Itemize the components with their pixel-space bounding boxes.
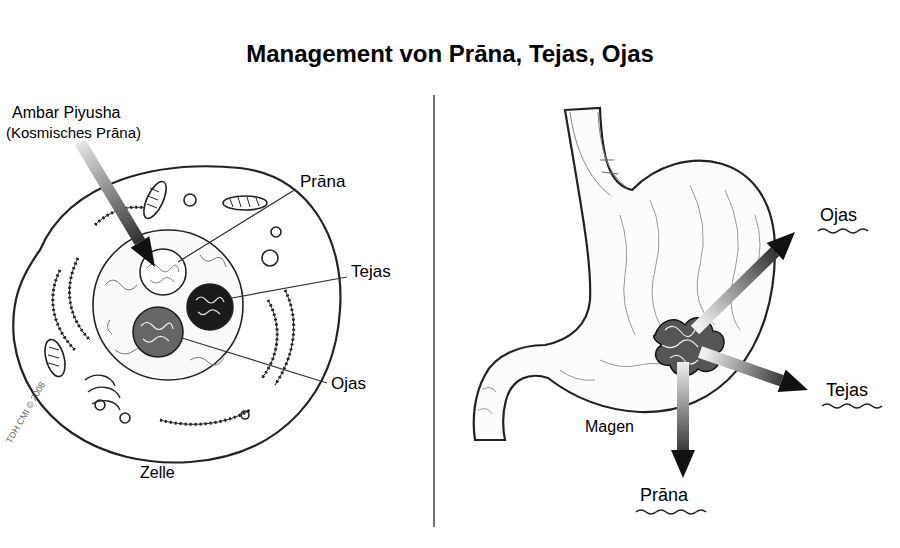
part-label: Ojas — [820, 205, 857, 226]
arrow-head — [767, 232, 795, 260]
part-label: Tejas — [826, 380, 868, 401]
part-label: Prāna — [640, 485, 688, 506]
ojas-arrow — [695, 252, 775, 330]
prana-arrow — [677, 362, 689, 450]
part-label: Ojas — [331, 374, 366, 394]
part-label: Ambar Piyusha — [12, 104, 121, 122]
part-label: (Kosmisches Prāna) — [6, 124, 141, 141]
cell-illustration — [13, 166, 340, 462]
part-label: Tejas — [351, 262, 391, 282]
part-label: Prāna — [300, 172, 345, 192]
arrow-head — [131, 236, 155, 267]
arrow-head — [778, 369, 808, 392]
watermark: TDH CMI © 2008 — [4, 380, 48, 445]
leader-lines — [178, 189, 347, 383]
diagram-title: Management von Prāna, Tejas, Ojas — [0, 40, 900, 68]
stomach-illustration — [474, 108, 775, 440]
wavy-underline — [636, 229, 882, 514]
tejas-arrow — [700, 352, 782, 381]
organ-label: Zelle — [140, 464, 175, 482]
arrow-head — [671, 450, 695, 478]
stomach-node: Magen — [465, 100, 785, 445]
cosmic-prana-arrow — [80, 142, 140, 242]
organ-label: Magen — [585, 418, 634, 436]
cell-node: Zelle — [8, 150, 353, 495]
divider-line — [433, 95, 435, 527]
